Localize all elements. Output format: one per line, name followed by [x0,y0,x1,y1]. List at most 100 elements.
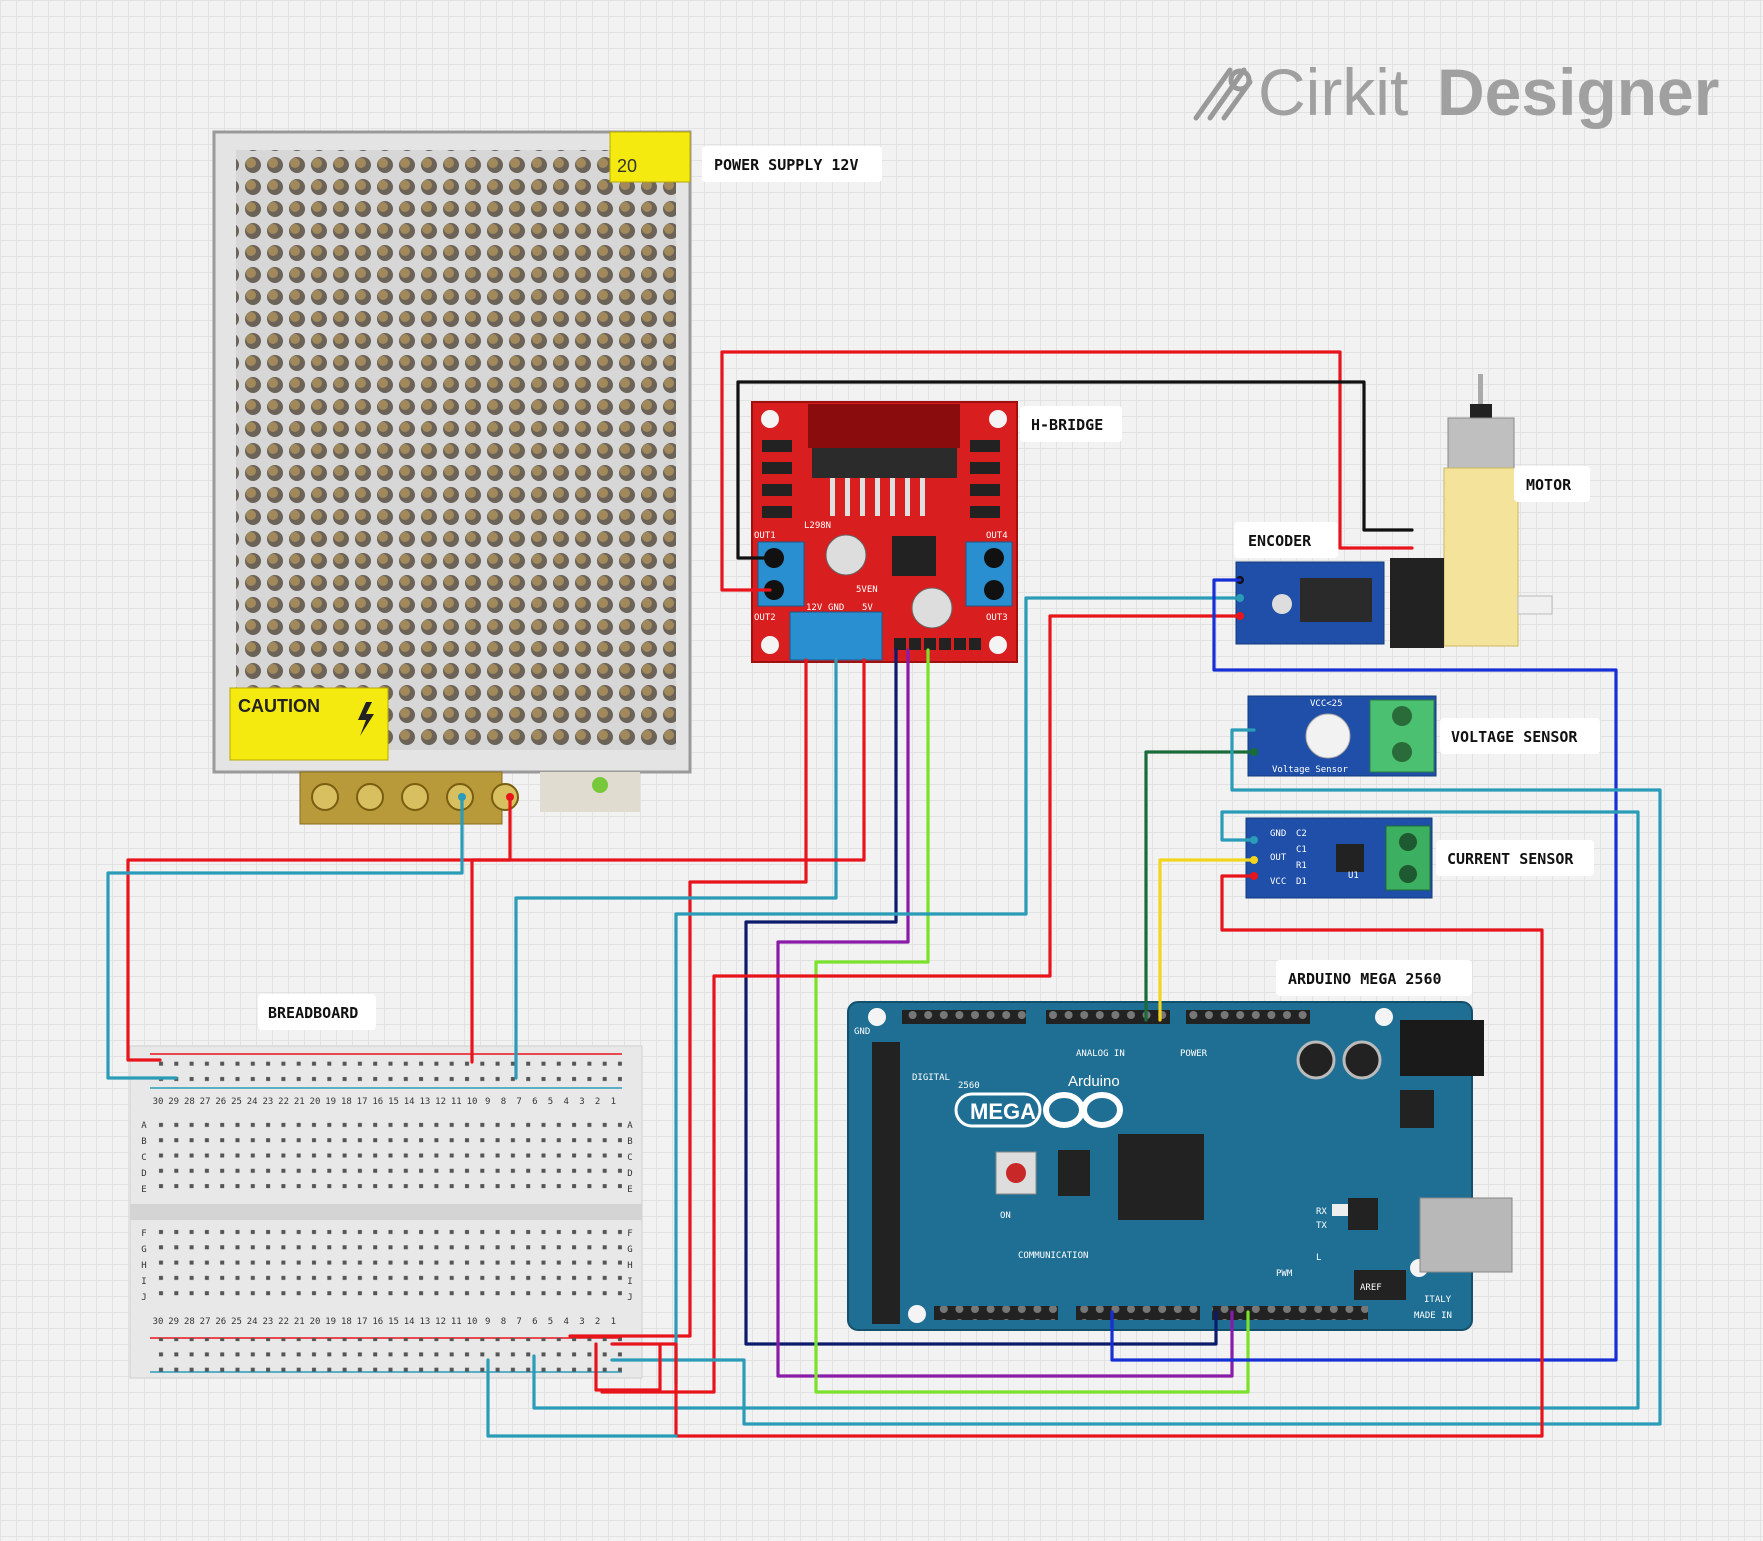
motor[interactable] [1443,374,1553,647]
wire-12v-bb[interactable] [568,658,808,1338]
motor-label-text: MOTOR [1526,476,1572,494]
breadboard-row-label: C [627,1153,632,1163]
current-sensor-c2: C2 [1296,829,1307,839]
current-sensor-module[interactable]: GND OUT VCC C2 C1 R1 D1 U1 [1245,817,1433,899]
brand-name: Cirkit [1258,55,1408,129]
h-bridge-module[interactable]: L298N OUT1 OUT2 OUT3 OUT4 12V GND 5V 5VE… [751,401,1018,663]
power-supply[interactable]: 20 CAUTION [212,130,692,825]
arduino-italy: ITALY [1424,1295,1452,1305]
arduino-power: POWER [1180,1049,1208,1059]
breadboard-column-label: 20 [310,1097,321,1107]
breadboard-column-label: 14 [404,1097,415,1107]
encoder-module[interactable] [1235,558,1444,648]
wire-ena-d8[interactable] [744,648,1218,1346]
current-sensor-label: CURRENT SENSOR [1436,840,1594,876]
arduino-on: ON [1000,1211,1011,1221]
wire-bb-red-loop[interactable] [594,1342,662,1392]
breadboard-column-label: 28 [184,1317,195,1327]
breadboard-row-label: A [627,1121,633,1131]
hbridge-5v: 5V [862,603,873,613]
wire-voltage-gnd[interactable] [610,728,1662,1426]
breadboard-row-label: I [627,1277,632,1287]
wire-encoder-gnd[interactable] [674,596,1242,1386]
breadboard-row-label: I [141,1277,146,1287]
breadboard-column-label: 24 [247,1097,258,1107]
psu-screw-terminals [311,783,519,811]
breadboard-row-label: G [141,1245,146,1255]
breadboard-row-label: B [627,1137,632,1147]
psu-badge-number: 20 [617,156,637,176]
psu-led [592,777,608,793]
breadboard-column-label: 16 [372,1097,383,1107]
wire-out1-motor[interactable] [720,350,1414,592]
arduino-pwm: PWM [1276,1269,1293,1279]
brand-product: Designer [1437,55,1719,129]
breadboard-column-label: 18 [341,1097,352,1107]
breadboard-column-label: 17 [357,1097,368,1107]
wire-bb-blue-loop[interactable] [486,1358,678,1438]
voltage-sensor-label: VOLTAGE SENSOR [1440,718,1600,754]
wire-psu-minus-bb[interactable] [106,795,464,1080]
hbridge-12v: 12V [806,603,823,613]
breadboard-column-label: 28 [184,1097,195,1107]
wire-5v-bb[interactable] [470,658,866,1064]
breadboard-column-label: 19 [325,1097,336,1107]
breadboard-row-label: F [141,1229,146,1239]
breadboard-label-text: BREADBOARD [268,1004,358,1022]
arduino-made-in: MADE IN [1414,1311,1452,1321]
reset-button[interactable] [1006,1163,1026,1183]
breadboard-column-label: 6 [532,1317,537,1327]
breadboard-column-label: 27 [200,1317,211,1327]
wire-gnd-bb[interactable] [514,658,838,1080]
lightning-icon [358,702,374,736]
hbridge-chip-label: L298N [804,521,831,531]
arduino-mega[interactable]: MEGA 2560 Arduino ANALOG IN POWER COMMUN… [847,1001,1513,1331]
wire-encoder-d0[interactable] [600,614,1242,1394]
breadboard-column-label: 9 [485,1317,490,1327]
arduino-gnd: GND [854,1027,870,1037]
breadboard-row-label: C [141,1153,146,1163]
psu-caution-text: CAUTION [238,696,320,716]
wire-in1-d9[interactable] [776,648,1234,1378]
hbridge-control-pins[interactable] [894,638,981,650]
voltage-sensor-label-text: VOLTAGE SENSOR [1451,728,1578,746]
wire-encoder-vcc[interactable] [1110,578,1618,1362]
wire-current-vcc[interactable] [610,874,1544,1438]
wire-out2-motor[interactable] [736,380,1414,560]
breadboard-row-label: J [627,1293,632,1303]
breadboard-column-label: 4 [563,1097,568,1107]
wire-current-out[interactable] [1158,858,1256,1022]
motor-label: MOTOR [1514,466,1590,502]
hbridge-out1: OUT1 [754,531,776,541]
hbridge-out2: OUT2 [754,613,776,623]
breadboard-column-label: 29 [168,1317,179,1327]
breadboard-column-label: 11 [451,1317,462,1327]
current-sensor-c1: C1 [1296,845,1307,855]
breadboard-column-label: 13 [419,1097,430,1107]
breadboard-column-label: 10 [467,1097,478,1107]
voltage-sensor-vcc: VCC<25 [1310,699,1343,709]
breadboard-column-label: 20 [310,1317,321,1327]
wire-voltage-signal[interactable] [1144,750,1256,1022]
wire-psu-plus-bb[interactable] [126,795,512,1062]
breadboard-column-label: 7 [516,1097,521,1107]
wire-in2-d10[interactable] [814,648,1250,1394]
breadboard-column-label: 21 [294,1317,305,1327]
breadboard-column-label: 9 [485,1097,490,1107]
voltage-sensor-module[interactable]: Voltage Sensor VCC<25 [1247,695,1437,777]
breadboard-row-label: D [141,1169,146,1179]
breadboard-column-label: 4 [563,1317,568,1327]
breadboard-column-label: 29 [168,1097,179,1107]
breadboard-row-label: H [627,1261,632,1271]
hbridge-out3: OUT3 [986,613,1008,623]
breadboard-row-label: F [627,1229,632,1239]
power-terminal[interactable] [789,611,883,661]
breadboard-column-label: 3 [579,1317,584,1327]
breadboard-column-label: 7 [516,1317,521,1327]
breadboard-column-label: 8 [501,1317,506,1327]
wire-current-gnd[interactable] [532,810,1640,1410]
hbridge-label-text: H-BRIDGE [1031,416,1103,434]
